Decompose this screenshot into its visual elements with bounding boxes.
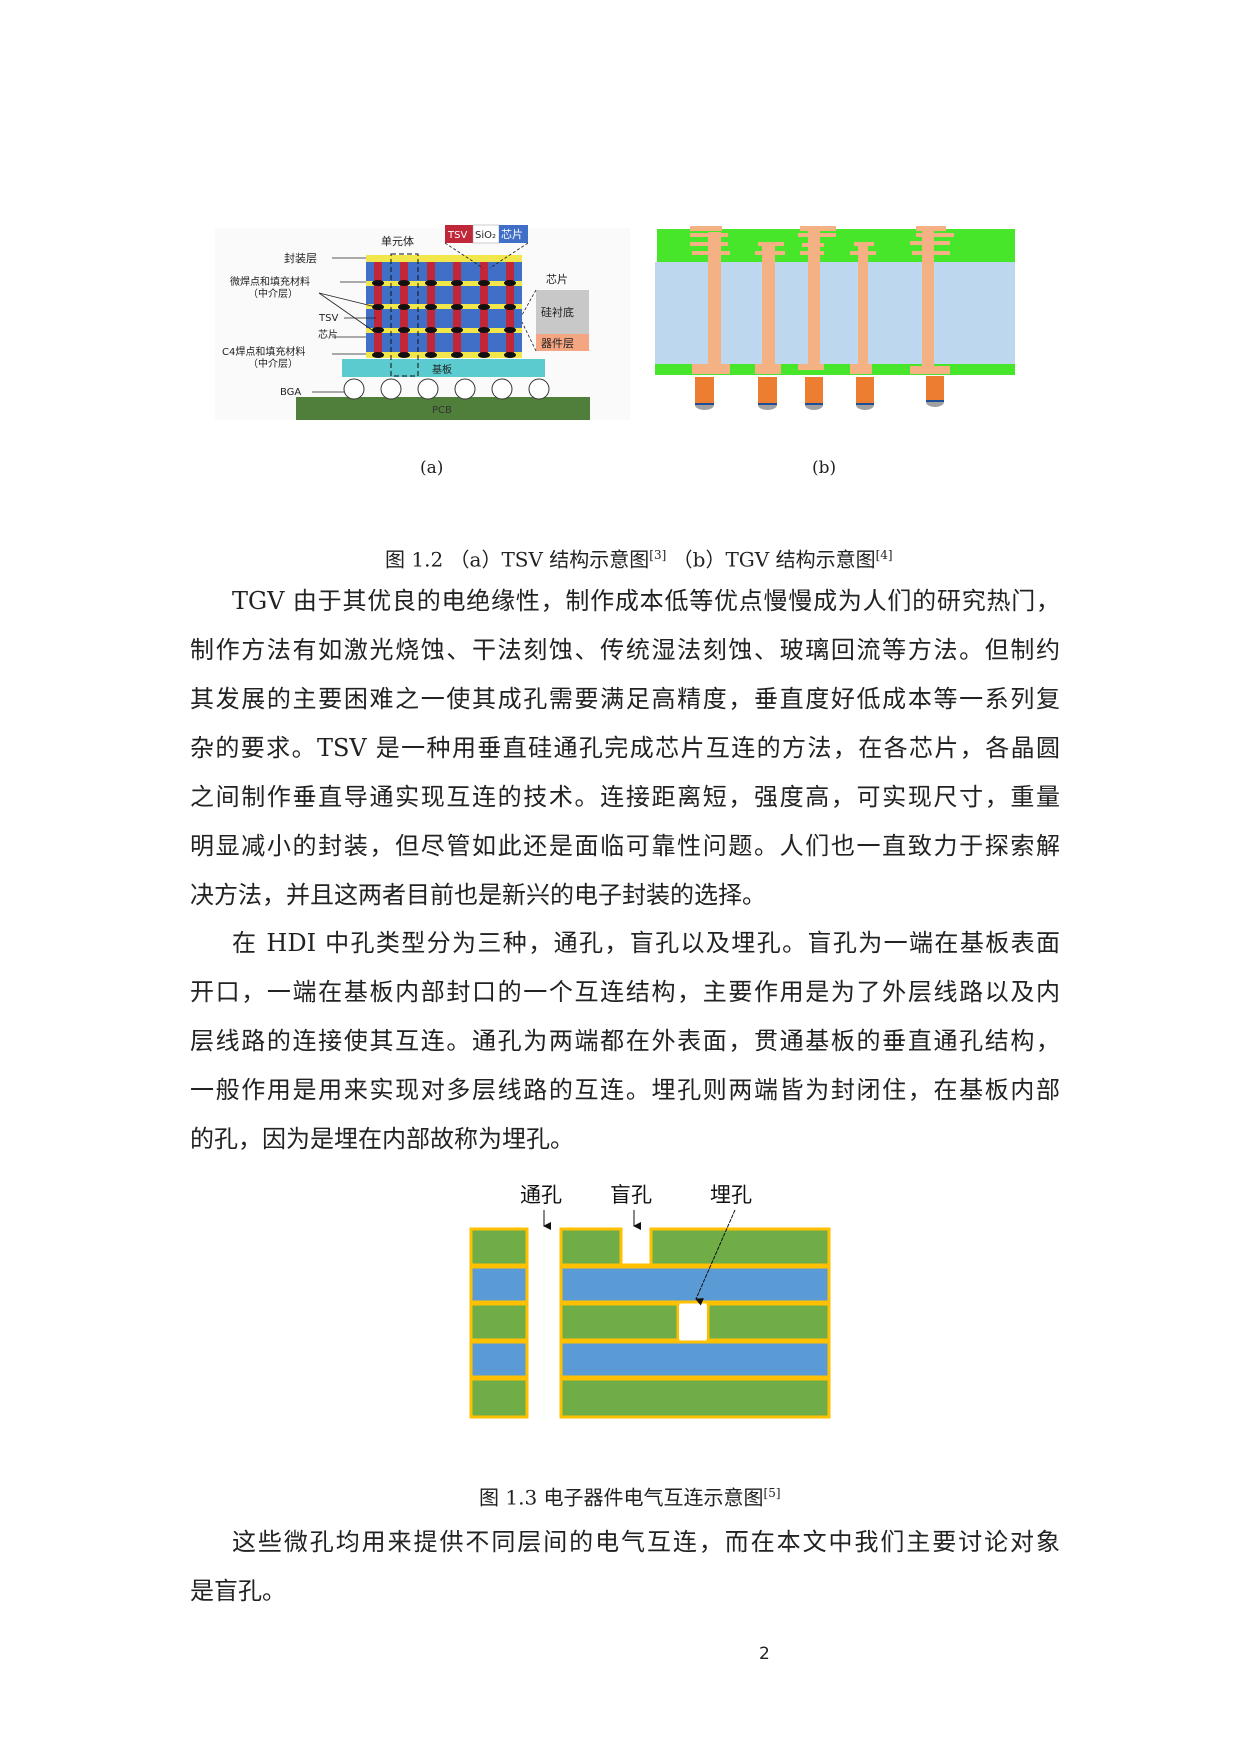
- legend-chip: 芯片: [501, 227, 523, 241]
- paragraph-1-line: 杂的要求。TSV 是一种用垂直硅通孔完成芯片互连的方法，在各芯片，各晶圆: [190, 734, 1060, 762]
- interconnect-diagram: 通孔 盲孔 埋孔: [469, 1183, 831, 1419]
- pcb-board: [296, 397, 590, 420]
- paragraph-2-line: 层线路的连接使其互连。通孔为两端都在外表面，贯通基板的垂直通孔结构，: [190, 1027, 1060, 1055]
- label-si-substrate: 硅衬底: [541, 305, 574, 319]
- unit-cell-outline: [390, 253, 419, 377]
- label-blind-hole: 盲孔: [610, 1183, 652, 1207]
- subfigure-label-a: (a): [420, 458, 444, 478]
- label-pcb: PCB: [432, 405, 452, 416]
- tgv-structure-diagram: [655, 226, 1015, 410]
- paragraph-2-line: 在 HDI 中孔类型分为三种，通孔，盲孔以及埋孔。盲孔为一端在基板表面: [232, 929, 1060, 957]
- tsv-structure-diagram: 单元体 封装层 微焊点和填充材料 （中介层） TSV 芯片 C4焊点和填充材料 …: [215, 224, 630, 420]
- paragraph-1-line: 其发展的主要困难之一使其成孔需要满足高精度，垂直度好低成本等一系列复: [190, 685, 1060, 713]
- label-device-layer: 器件层: [541, 337, 574, 350]
- label-bga: BGA: [280, 387, 301, 398]
- legend-sio2: SiO₂: [475, 230, 496, 241]
- caption-part-a: 图 1.2 （a）TSV 结构示意图: [385, 547, 650, 572]
- paragraph-2-line: 开口，一端在基板内部封口的一个互连结构，主要作用是为了外层线路以及内: [190, 978, 1060, 1006]
- label-interposer: （中介层）: [248, 287, 298, 300]
- citation-4[interactable]: [4]: [875, 548, 893, 562]
- caption-part-b: （b）TGV 结构示意图: [666, 547, 876, 572]
- paragraph-1-line: 明显减小的封装，但尽管如此还是面临可靠性问题。人们也一直致力于探索解: [190, 832, 1060, 860]
- figure-1-3-caption: 图 1.3 电子器件电气互连示意图[5]: [479, 1480, 781, 1511]
- legend-tsv: TSV: [447, 230, 467, 241]
- label-chip-detail: 芯片: [546, 272, 568, 286]
- paragraph-2-line: 一般作用是用来实现对多层线路的互连。埋孔则两端皆为封闭住，在基板内部: [190, 1076, 1060, 1104]
- device-layer-box: [536, 334, 589, 351]
- paragraph-1-line: 之间制作垂直导通实现互连的技术。连接距离短，强度高，可实现尺寸，重量: [190, 783, 1060, 811]
- label-chip: 芯片: [318, 328, 338, 341]
- label-interposer-2: （中介层）: [248, 357, 298, 370]
- paragraph-2-line: 的孔，因为是埋在内部故称为埋孔。: [190, 1125, 574, 1153]
- si-substrate-box: [536, 290, 589, 334]
- citation-5[interactable]: [5]: [763, 1486, 781, 1500]
- label-unit: 单元体: [381, 234, 414, 248]
- caption-text: 图 1.3 电子器件电气互连示意图: [479, 1485, 764, 1510]
- label-tsv: TSV: [318, 313, 338, 324]
- label-substrate: 基板: [432, 363, 452, 376]
- label-package-layer: 封装层: [284, 251, 317, 265]
- paragraph-1-line: 决方法，并且这两者目前也是新兴的电子封装的选择。: [190, 881, 766, 909]
- label-c4: C4焊点和填充材料: [222, 345, 305, 358]
- chip-stack: [366, 253, 522, 377]
- paragraph-1-line: TGV 由于其优良的电绝缘性，制作成本低等优点慢慢成为人们的研究热门，: [232, 587, 1060, 615]
- bga-balls: [343, 378, 550, 400]
- paragraph-1-line: 制作方法有如激光烧蚀、干法刻蚀、传统湿法刻蚀、玻璃回流等方法。但制约: [190, 636, 1060, 664]
- label-micro-bump: 微焊点和填充材料: [230, 275, 310, 288]
- citation-3[interactable]: [3]: [649, 548, 667, 562]
- label-through-hole: 通孔: [520, 1183, 562, 1207]
- substrate: [342, 359, 545, 377]
- figure-1-2-caption: 图 1.2 （a）TSV 结构示意图[3] （b）TGV 结构示意图[4]: [385, 542, 893, 573]
- paragraph-3-line: 是盲孔。: [190, 1577, 286, 1605]
- paragraph-3-line: 这些微孔均用来提供不同层间的电气互连，而在本文中我们主要讨论对象: [232, 1528, 1060, 1556]
- subfigure-label-b: (b): [812, 458, 837, 478]
- page-number: 2: [759, 1644, 770, 1664]
- label-buried-hole: 埋孔: [710, 1183, 752, 1207]
